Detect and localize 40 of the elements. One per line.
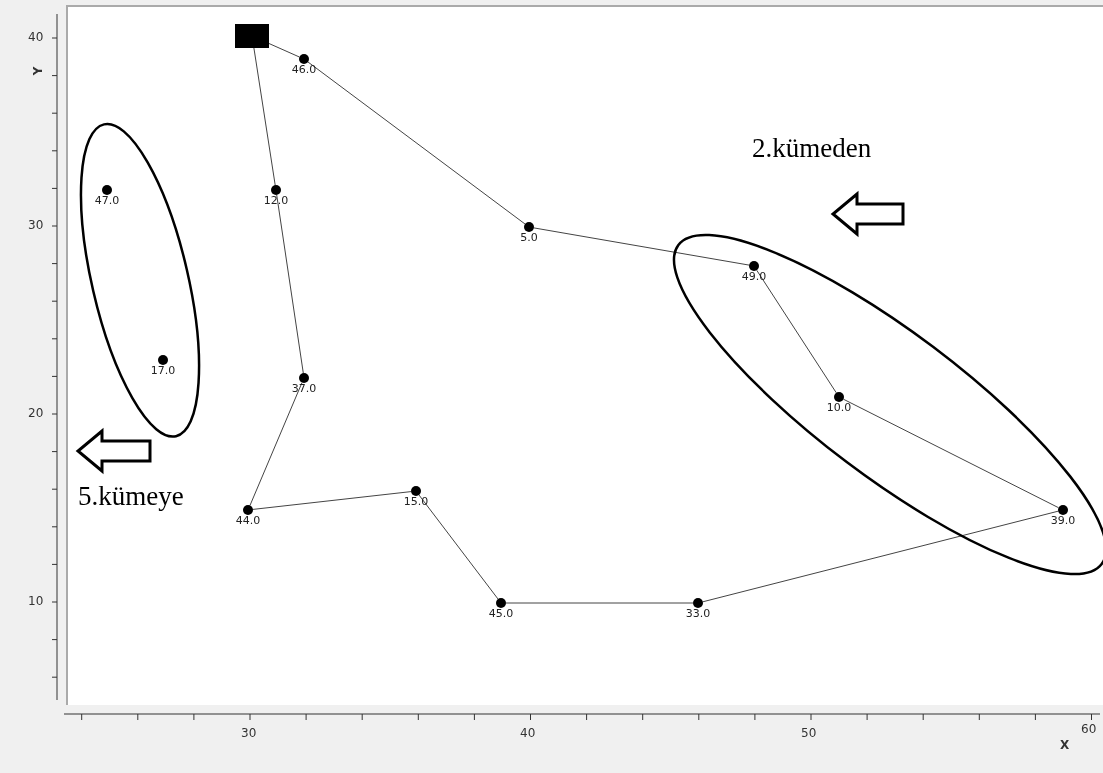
point-label: 46.0 (291, 63, 317, 76)
tick-label: 20 (28, 406, 44, 420)
point-label: 5.0 (520, 231, 538, 244)
note-text: 2.kümeden (752, 133, 872, 164)
point-label: 47.0 (94, 194, 120, 207)
route-line (842, 398, 1059, 509)
route-line (307, 61, 526, 225)
axis-title: Y (31, 66, 46, 76)
route-line (505, 602, 694, 604)
axis-title: X (1060, 738, 1070, 752)
point-label: 17.0 (150, 364, 176, 377)
hollow-arrow (830, 190, 905, 238)
point-label: 45.0 (488, 607, 514, 620)
point-label: 49.0 (741, 270, 767, 283)
point-label: 39.0 (1050, 514, 1076, 527)
route-line (533, 227, 750, 266)
point-label: 44.0 (235, 514, 261, 527)
tick-label: 10 (28, 594, 44, 608)
point-label: 12.0 (263, 194, 289, 207)
note-text: 5.kümeye (78, 481, 184, 512)
point-label: 37.0 (291, 382, 317, 395)
tick-label: 40 (28, 30, 44, 44)
point-label: 15.0 (403, 495, 429, 508)
route-line (268, 43, 300, 58)
route-line (702, 510, 1059, 603)
point-label: 10.0 (826, 401, 852, 414)
tick-label: 30 (28, 218, 44, 232)
depot-square (235, 24, 269, 48)
tick-label: 30 (241, 726, 257, 740)
route-line (276, 194, 304, 374)
route-line (252, 491, 412, 510)
tick-label: 50 (801, 726, 817, 740)
tick-label: 60 (1081, 722, 1097, 736)
hollow-arrow (75, 427, 152, 475)
route-line (756, 269, 837, 394)
route-line (253, 47, 276, 186)
point-label: 33.0 (685, 607, 711, 620)
route-line (418, 494, 499, 600)
route-line (249, 382, 303, 506)
tick-label: 40 (520, 726, 536, 740)
